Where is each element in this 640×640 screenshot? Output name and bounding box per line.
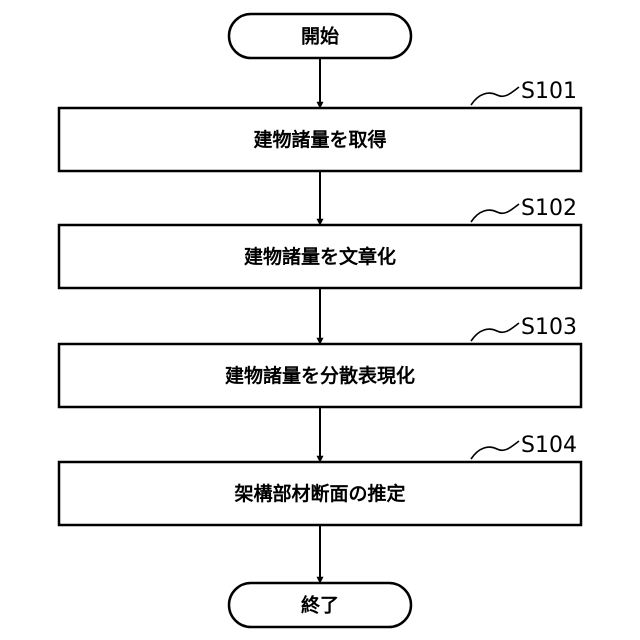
- step-id-3: S103: [521, 315, 577, 340]
- start-node: 開始: [229, 14, 411, 58]
- step-leader-line-2: [471, 204, 519, 222]
- process-step-4-label: 架構部材断面の推定: [233, 482, 405, 505]
- step-id-4: S104: [521, 433, 577, 458]
- step-leader-line-4: [471, 441, 519, 459]
- process-step-1-label: 建物諸量を取得: [253, 128, 386, 151]
- process-step-2-label: 建物諸量を文章化: [244, 245, 396, 268]
- process-step-3-label: 建物諸量を分散表現化: [225, 364, 415, 387]
- step-leader-line-3: [471, 323, 519, 341]
- step-id-1: S101: [521, 79, 577, 104]
- start-node-label: 開始: [301, 25, 339, 48]
- end-node: 終了: [229, 583, 411, 627]
- end-node-label: 終了: [301, 594, 339, 617]
- step-leader-line-1: [471, 87, 519, 105]
- step-id-2: S102: [521, 196, 577, 221]
